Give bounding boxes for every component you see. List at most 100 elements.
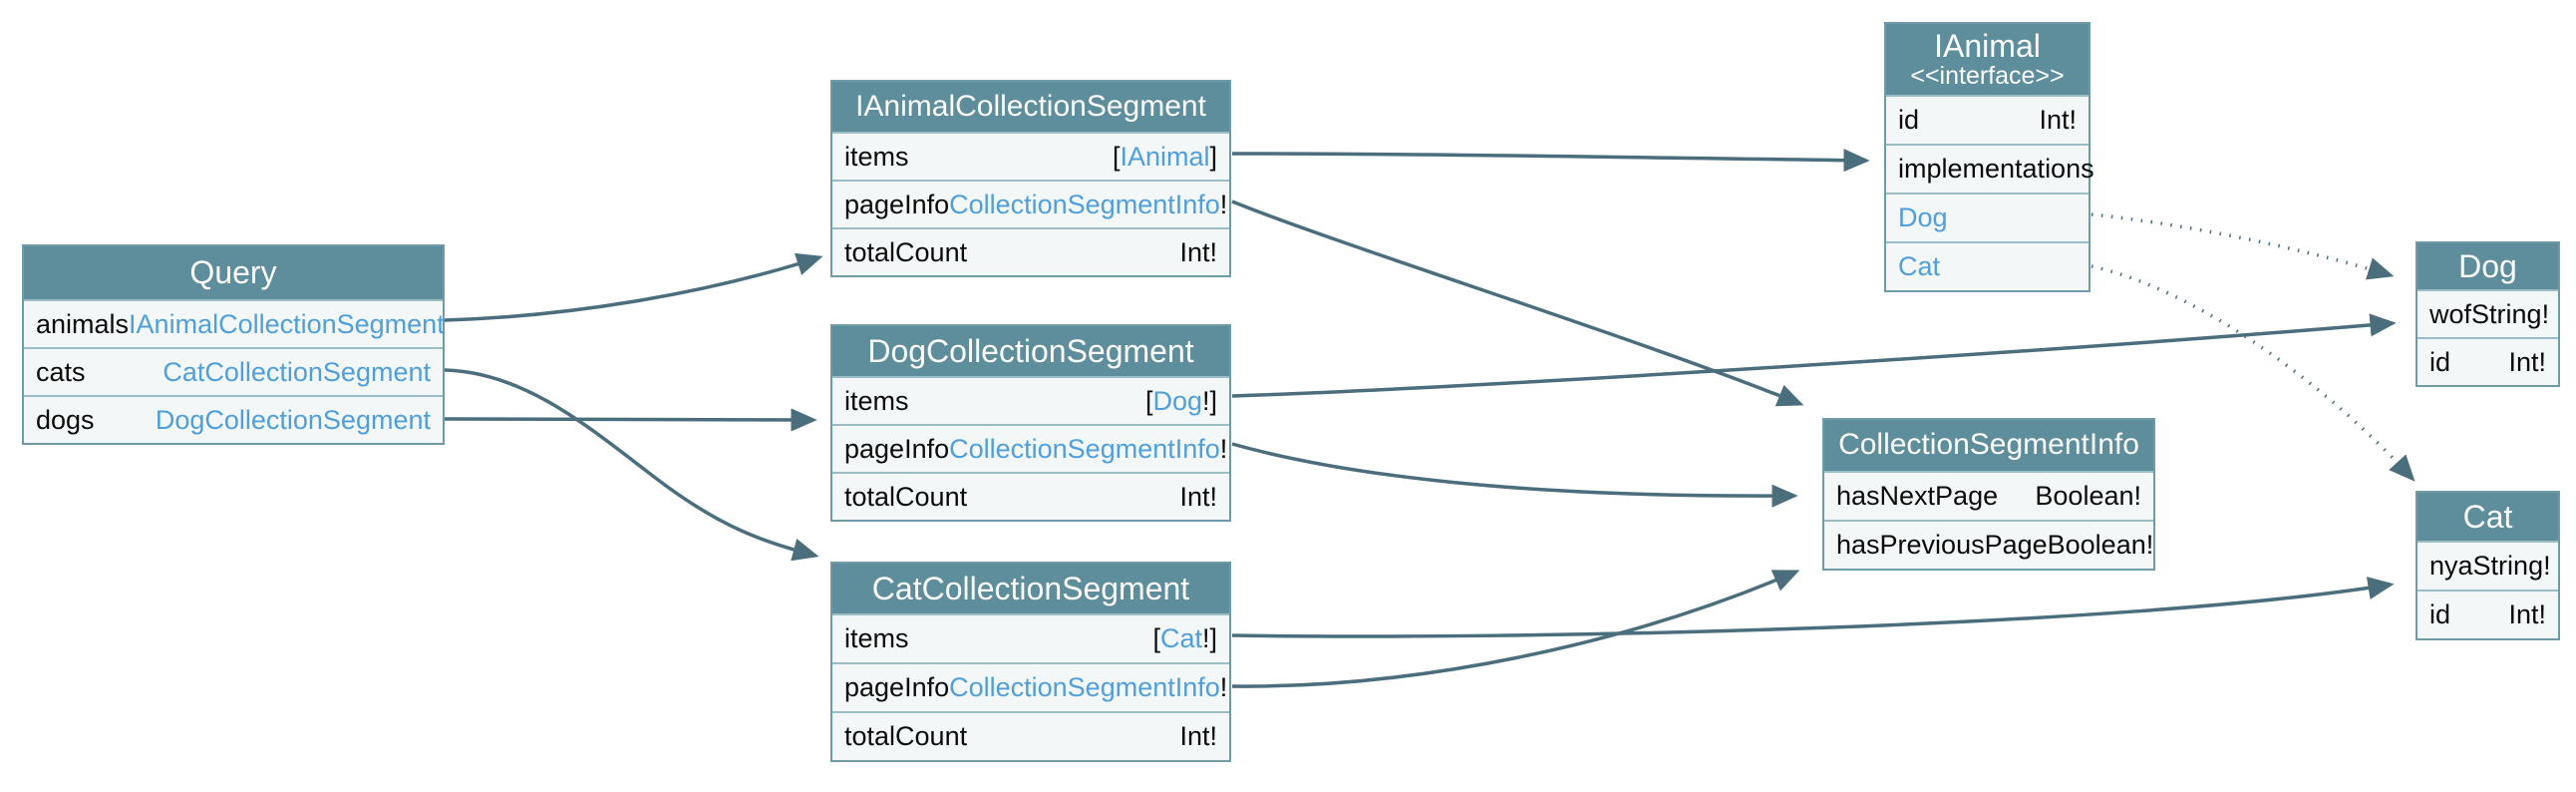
type-text: [ <box>1144 385 1153 416</box>
type-text: Int! <box>2508 599 2546 629</box>
field-row-dogs[interactable]: dogs DogCollectionSegment <box>24 395 443 443</box>
type-link-IAnimalCollectionSegment[interactable]: IAnimalCollectionSegment <box>129 308 445 339</box>
node-header[interactable]: Cat <box>2417 493 2558 541</box>
node-header[interactable]: IAnimal<<interface>> <box>1886 24 2089 95</box>
node-title: CollectionSegmentInfo <box>1838 428 2139 462</box>
field-name: pageInfo <box>844 189 950 219</box>
node-header[interactable]: Dog <box>2417 243 2558 289</box>
node-header[interactable]: CollectionSegmentInfo <box>1824 420 2153 471</box>
edge-IAnimal.Cat-to-Cat <box>2091 264 2415 482</box>
node-title: Dog <box>2458 247 2517 284</box>
node-header[interactable]: CatCollectionSegment <box>832 564 1229 613</box>
node-header[interactable]: IAnimalCollectionSegment <box>832 82 1229 132</box>
field-row-id[interactable]: id Int! <box>2417 337 2558 385</box>
field-row-items[interactable]: items[Dog!] <box>832 376 1229 424</box>
field-type: Boolean! <box>2048 530 2154 561</box>
edge-DogCollectionSegment.pageInfo-to-CollectionSegmentInfo <box>1231 442 1798 508</box>
type-link-Dog[interactable]: Dog <box>1152 385 1202 416</box>
field-name: animals <box>36 308 130 339</box>
field-row-items[interactable]: items[Cat!] <box>832 613 1229 662</box>
type-text: ! <box>1219 433 1228 464</box>
node-header[interactable]: Query <box>24 246 443 299</box>
type-text: Int! <box>1179 721 1217 751</box>
edge-IAnimalCollectionSegment.items-to-IAnimal <box>1231 149 1870 173</box>
edge-DogCollectionSegment.items-to-Dog <box>1231 313 2397 398</box>
field-name: id <box>2429 346 2451 377</box>
field-row-cats[interactable]: cats CatCollectionSegment <box>24 347 443 395</box>
type-text: Int! <box>2508 346 2546 377</box>
field-type: Int! <box>1179 237 1217 268</box>
field-type: CollectionSegmentInfo! <box>949 434 1227 465</box>
field-type: Int! <box>1179 482 1217 513</box>
type-link-CollectionSegmentInfo[interactable]: CollectionSegmentInfo <box>949 189 1220 219</box>
field-row-implementations[interactable]: implementations <box>1886 144 2094 193</box>
node-header[interactable]: DogCollectionSegment <box>832 326 1229 376</box>
type-text: Int! <box>2039 105 2077 135</box>
edge-CatCollectionSegment.pageInfo-to-CollectionSegmentInfo <box>1231 570 1800 688</box>
field-type: Int! <box>2508 599 2546 630</box>
field-type: Int! <box>1179 721 1217 752</box>
node-stereotype: <<interface>> <box>1910 62 2065 91</box>
field-name: nya <box>2429 551 2473 581</box>
edge-Query.animals-to-IAnimalCollectionSegment <box>444 252 823 322</box>
node-title: IAnimalCollectionSegment <box>855 89 1206 123</box>
type-link-DogCollectionSegment[interactable]: DogCollectionSegment <box>155 404 431 435</box>
field-name: hasPreviousPage <box>1836 530 2048 560</box>
field-row-id[interactable]: id Int! <box>1886 95 2089 144</box>
field-type: CollectionSegmentInfo! <box>949 190 1227 220</box>
field-name: items <box>844 623 909 653</box>
type-text: [ <box>1152 623 1160 653</box>
type-link-CollectionSegmentInfo[interactable]: CollectionSegmentInfo <box>949 672 1220 702</box>
node-IAnimal[interactable]: IAnimal<<interface>> id Int! implementation… <box>1884 22 2094 292</box>
field-name: implementations <box>1898 154 2094 184</box>
implementation-link-Cat[interactable]: Cat <box>1898 251 1941 281</box>
field-name: wof <box>2429 298 2472 329</box>
field-row-totalCount[interactable]: totalCount Int! <box>832 472 1229 520</box>
type-link-CatCollectionSegment[interactable]: CatCollectionSegment <box>162 356 431 387</box>
type-link-Cat[interactable]: Cat <box>1159 623 1202 653</box>
field-name: id <box>1898 105 1920 135</box>
type-text: String! <box>2472 551 2551 581</box>
edge-IAnimalCollectionSegment.pageInfo-to-CollectionSegmentInfo <box>1231 199 1804 407</box>
field-type: String! <box>2471 299 2549 330</box>
type-link-IAnimal[interactable]: IAnimal <box>1120 141 1210 172</box>
type-text: [ <box>1112 141 1121 172</box>
field-row-Dog[interactable]: Dog <box>1886 193 2089 241</box>
edge-CatCollectionSegment.items-to-Cat <box>1231 577 2395 638</box>
field-type: Int! <box>2508 347 2546 378</box>
node-title: IAnimal <box>1934 27 2041 64</box>
field-row-Cat[interactable]: Cat <box>1886 241 2089 290</box>
node-title: CatCollectionSegment <box>871 570 1190 606</box>
node-title: DogCollectionSegment <box>867 332 1194 369</box>
field-name: dogs <box>36 404 95 435</box>
field-row-items[interactable]: items[IAnimal] <box>832 132 1229 180</box>
implementation-link-Dog[interactable]: Dog <box>1898 202 1948 232</box>
type-link-CollectionSegmentInfo[interactable]: CollectionSegmentInfo <box>949 433 1220 464</box>
type-text: Boolean! <box>2047 530 2154 560</box>
field-name: items <box>844 141 909 172</box>
field-name: totalCount <box>844 481 968 512</box>
field-name: cats <box>36 356 86 387</box>
node-title: Query <box>189 254 277 291</box>
type-text: !] <box>1201 385 1217 416</box>
